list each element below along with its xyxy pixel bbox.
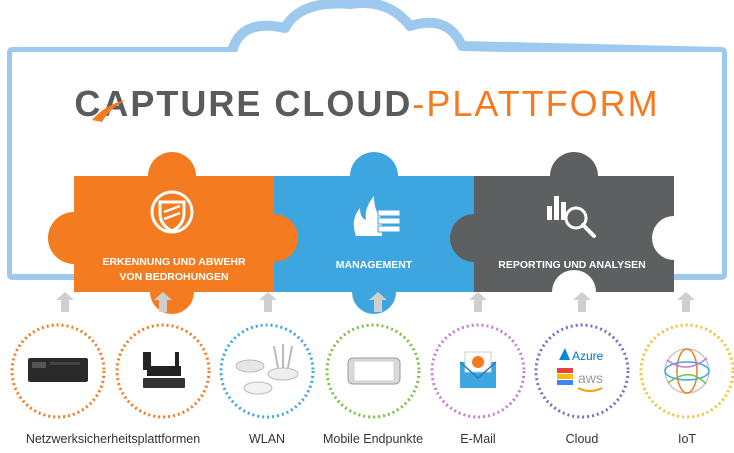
endpoint-ring-3 [219,323,315,419]
analytics-icon [547,196,596,238]
caption-email: E-Mail [460,432,496,446]
arrow-up-icon [154,292,172,312]
up-arrows [56,292,695,312]
capture-swoosh-icon [92,100,126,122]
caption-cloud: Cloud [565,432,599,446]
piece-detection-label-2: VON BEDROHUNGEN [119,271,228,283]
piece-detection-label-1: ERKENNUNG UND ABWEHR [102,256,246,268]
arrow-up-icon [369,292,387,312]
aws-badge: aws [578,370,603,386]
firewall-appliance-icon [28,358,88,382]
arrow-up-icon [677,292,695,312]
azure-icon [559,348,570,360]
caption-wlan: WLAN [248,432,286,446]
cloud-providers-icon: Azure aws [557,348,604,392]
access-point-icon [235,344,299,395]
iot-globe-icon [664,348,710,394]
azure-badge: Azure [572,349,604,363]
piece-management [250,152,474,314]
caption-mobile: Mobile Endpunkte [322,432,424,446]
piece-reporting [450,152,696,314]
title-part-1: CAPTURE CLOUD [74,83,412,124]
arrow-up-icon [56,292,74,312]
piece-detection [48,152,274,314]
gcp-stack-icon [557,368,573,385]
email-icon [459,351,497,388]
arrow-up-icon [259,292,277,312]
page-title: CAPTURE CLOUD-PLATTFORM [74,83,659,124]
piece-management-label: MANAGEMENT [336,259,413,271]
piece-reporting-label: REPORTING UND ANALYSEN [498,259,645,271]
firewall-icon [353,196,401,236]
shield-icon [150,190,194,234]
endpoint-ring-7 [639,323,734,419]
router-appliance-icon [143,352,185,388]
smartphone-icon [347,357,401,385]
arrow-up-icon [469,292,487,312]
arrow-up-icon [573,292,591,312]
caption-network-security: Netzwerksicherheitsplattformen [25,432,201,446]
caption-iot: IoT [677,432,697,446]
endpoint-ring-6 [534,323,630,419]
aws-smile-icon [577,387,603,392]
title-part-2: -PLATTFORM [412,83,659,124]
